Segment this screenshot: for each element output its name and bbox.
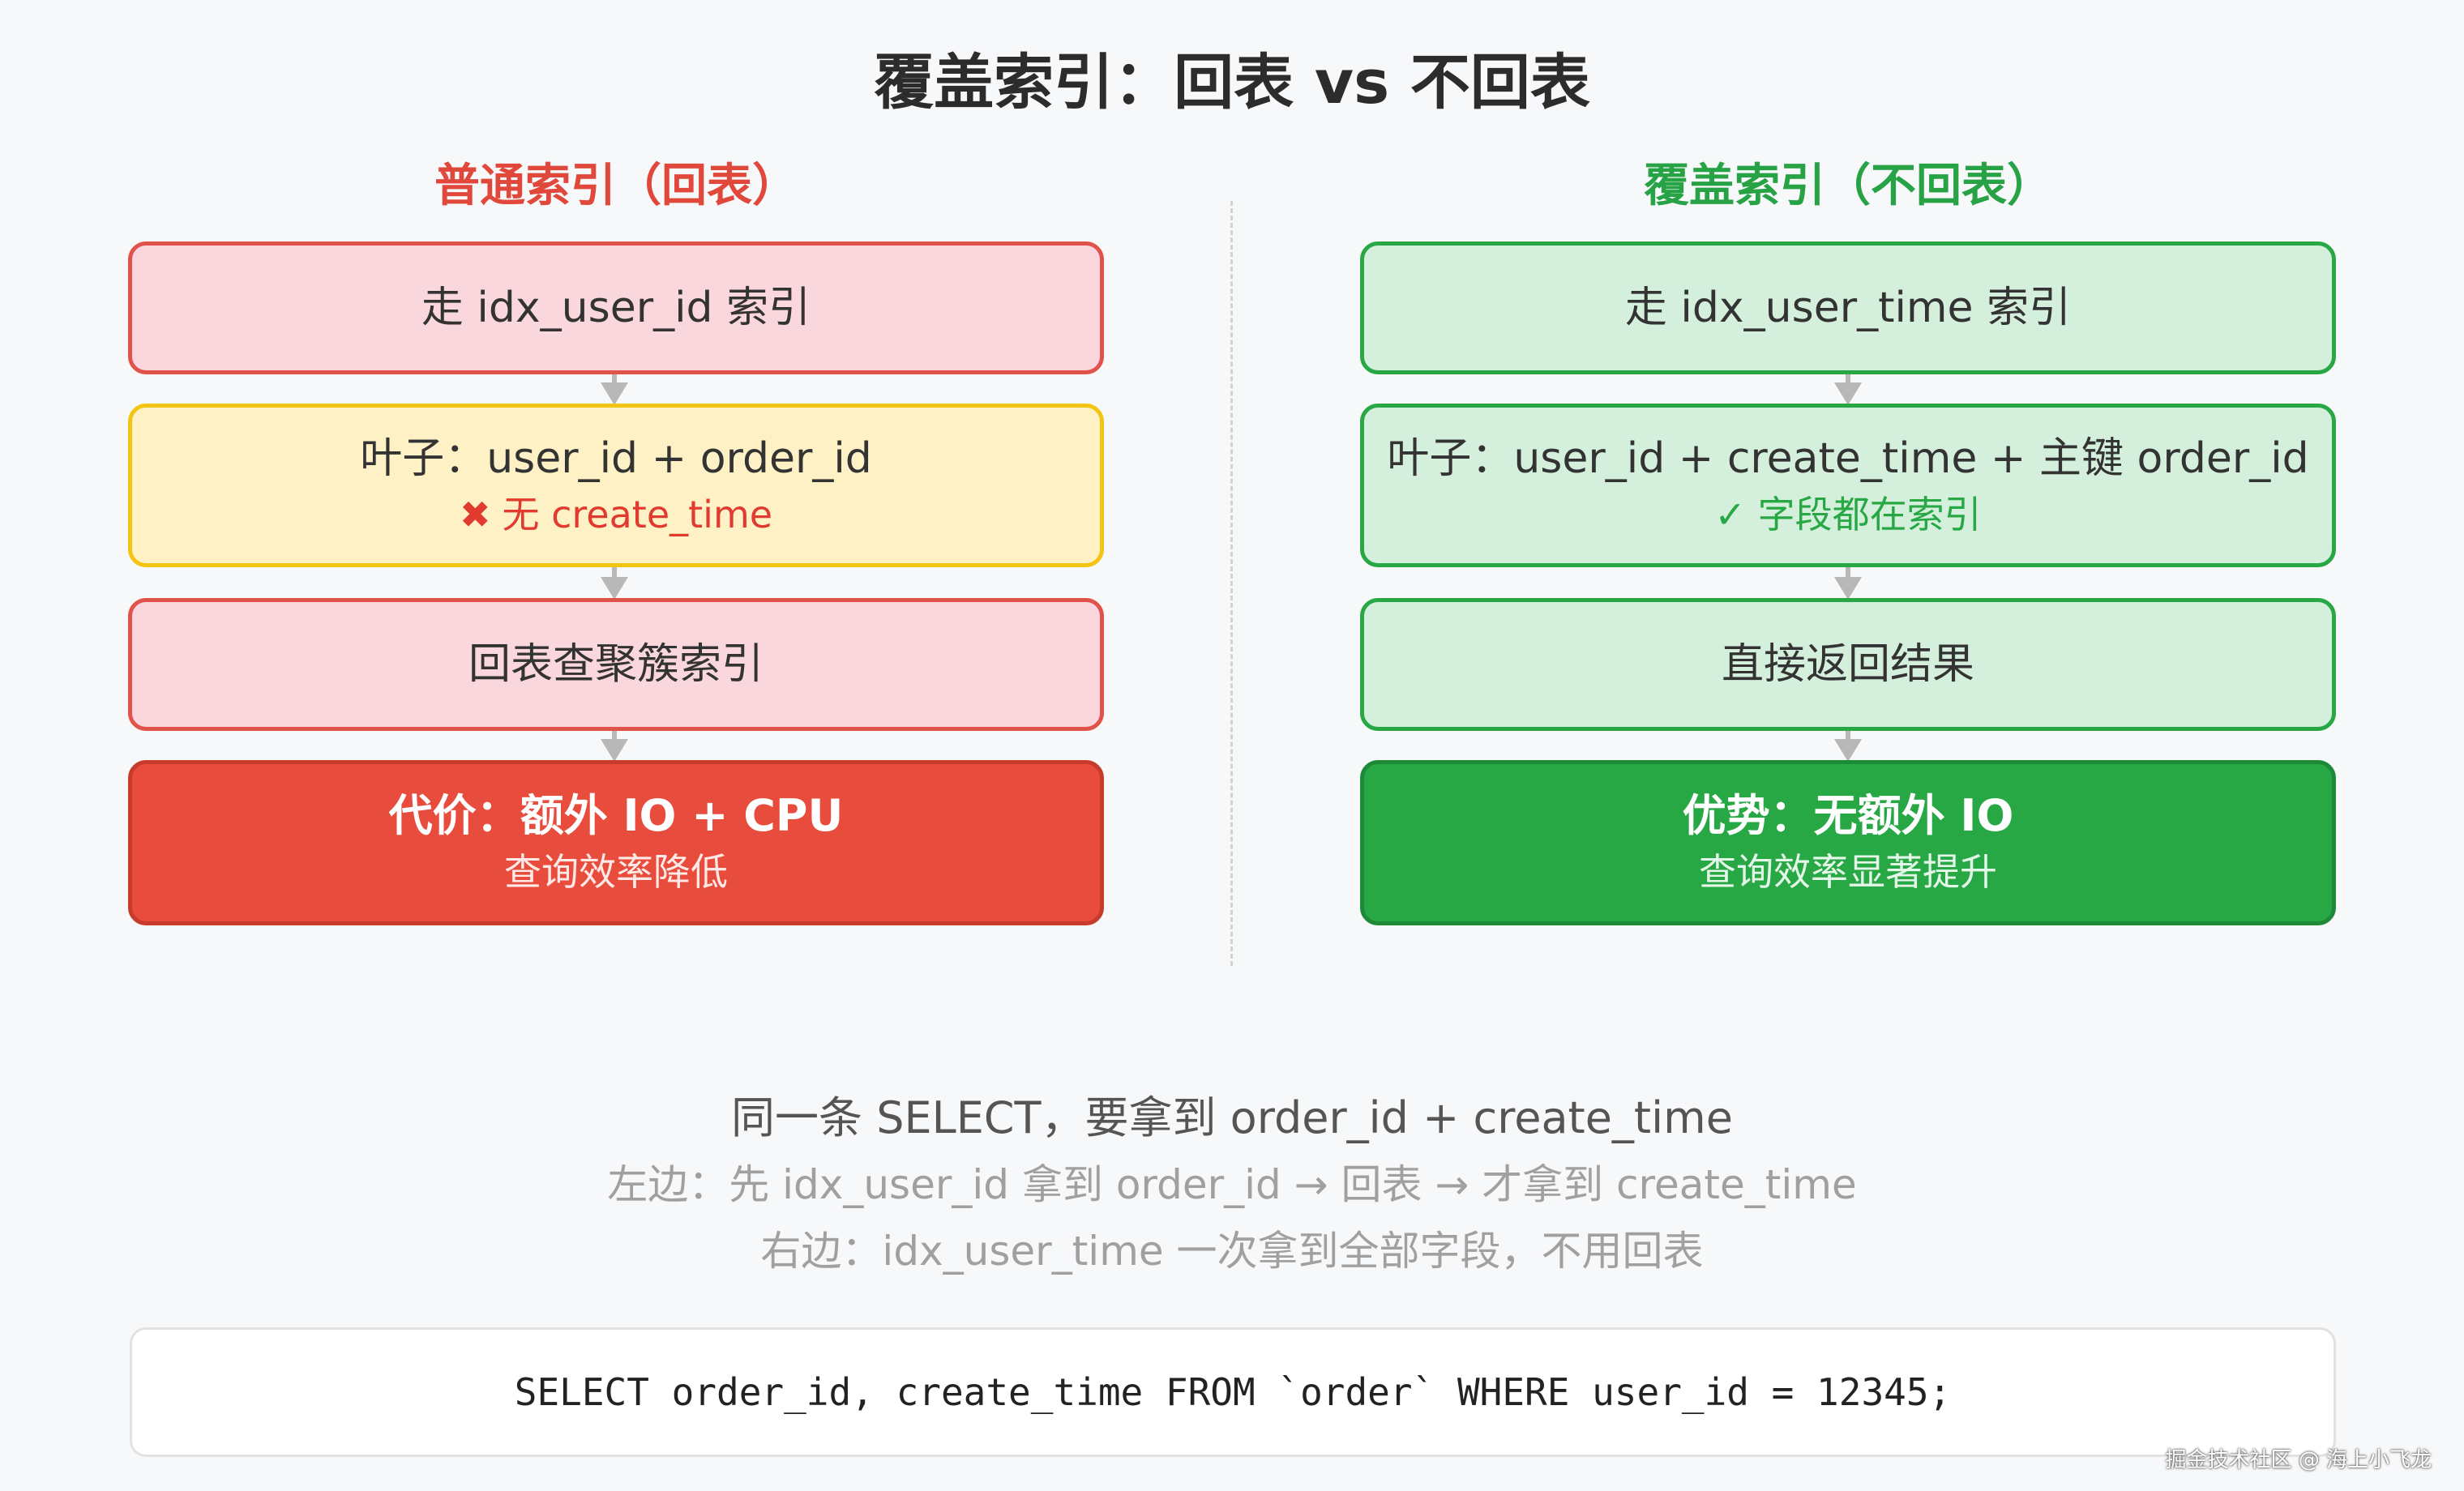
right-arrow-3-head — [1834, 739, 1862, 762]
right-step-leaf: 叶子：user_id + create_time + 主键 order_id ✓… — [1360, 404, 2336, 567]
sql-code-block: SELECT order_id, create_time FROM `order… — [130, 1327, 2336, 1457]
right-step-return-label: 直接返回结果 — [1721, 640, 1974, 689]
watermark: 掘金技术社区 @ 海上小飞龙 — [2165, 1448, 2432, 1472]
left-step-index-scan-label: 走 idx_user_id 索引 — [421, 284, 811, 332]
right-arrow-1-head — [1834, 382, 1862, 405]
explanation-line-1: 同一条 SELECT，要拿到 order_id + create_time — [731, 1092, 1733, 1143]
right-arrow-3-stem — [1846, 731, 1850, 742]
right-column-title: 覆盖索引（不回表） — [1644, 160, 2052, 212]
right-arrow-1-stem — [1846, 374, 1850, 386]
right-arrow-2-stem — [1846, 567, 1850, 580]
right-step-leaf-label: 叶子：user_id + create_time + 主键 order_id — [1387, 434, 2309, 483]
left-step-leaf: 叶子：user_id + order_id ✖ 无 create_time — [128, 404, 1104, 567]
left-result-title: 代价：额外 IO + CPU — [388, 790, 844, 841]
sql-statement: SELECT order_id, create_time FROM `order… — [514, 1370, 1952, 1414]
right-arrow-2-head — [1834, 577, 1862, 600]
left-arrow-2-stem — [612, 567, 617, 580]
left-arrow-3-stem — [612, 731, 617, 742]
left-step-lookup-label: 回表查聚簇索引 — [468, 640, 764, 689]
left-arrow-3-head — [601, 739, 628, 762]
left-arrow-1-head — [601, 382, 628, 405]
left-step-leaf-note-text: 无 create_time — [502, 493, 773, 536]
right-step-leaf-note: ✓ 字段都在索引 — [1714, 493, 1982, 536]
left-step-lookup: 回表查聚簇索引 — [128, 598, 1104, 731]
left-arrow-2-head — [601, 577, 628, 600]
left-step-index-scan: 走 idx_user_id 索引 — [128, 241, 1104, 374]
right-step-index-scan: 走 idx_user_time 索引 — [1360, 241, 2336, 374]
cross-icon: ✖ — [459, 493, 491, 536]
left-step-leaf-label: 叶子：user_id + order_id — [360, 434, 872, 483]
explanation-line-3: 右边：idx_user_time 一次拿到全部字段，不用回表 — [760, 1228, 1704, 1275]
right-step-return: 直接返回结果 — [1360, 598, 2336, 731]
right-result-box: 优势：无额外 IO 查询效率显著提升 — [1360, 760, 2336, 925]
right-result-title: 优势：无额外 IO — [1682, 790, 2014, 841]
column-divider — [1230, 201, 1233, 966]
left-result-note: 查询效率降低 — [504, 850, 728, 894]
left-column-title: 普通索引（回表） — [434, 160, 798, 212]
page-title: 覆盖索引：回表 vs 不回表 — [874, 48, 1590, 117]
right-result-note: 查询效率显著提升 — [1699, 850, 1997, 894]
left-step-leaf-note: ✖ 无 create_time — [460, 489, 772, 540]
explanation-line-2: 左边：先 idx_user_id 拿到 order_id → 回表 → 才拿到 … — [607, 1161, 1857, 1208]
left-result-box: 代价：额外 IO + CPU 查询效率降低 — [128, 760, 1104, 925]
right-step-index-scan-label: 走 idx_user_time 索引 — [1624, 284, 2072, 332]
left-arrow-1-stem — [612, 374, 617, 386]
